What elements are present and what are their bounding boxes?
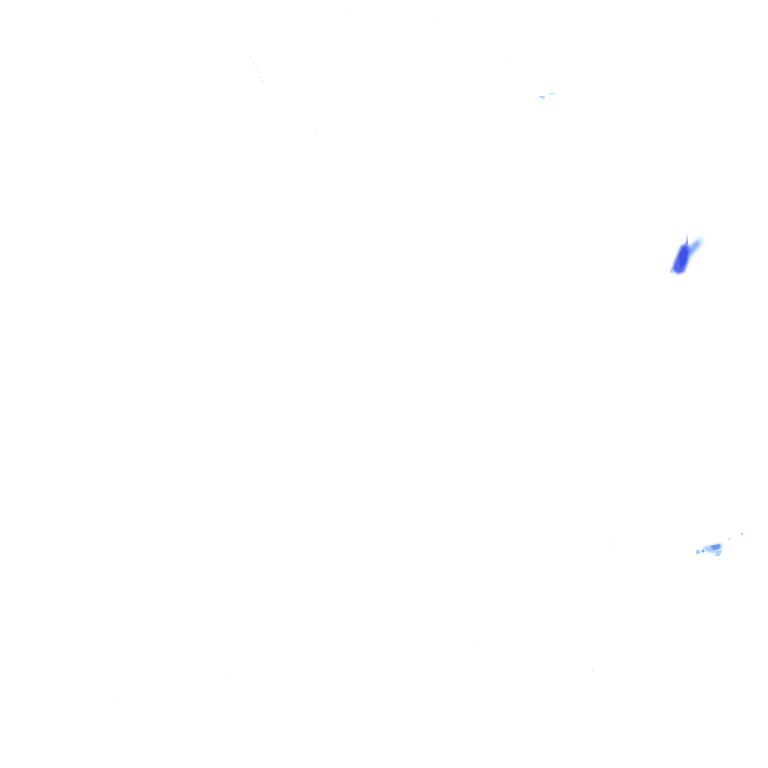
precip-cluster-southeast xyxy=(695,532,744,556)
precip-scattered-specks xyxy=(115,10,612,700)
precip-cell-east xyxy=(670,234,704,274)
precip-streak-northwest xyxy=(250,57,263,82)
precip-speck-north xyxy=(539,92,557,99)
